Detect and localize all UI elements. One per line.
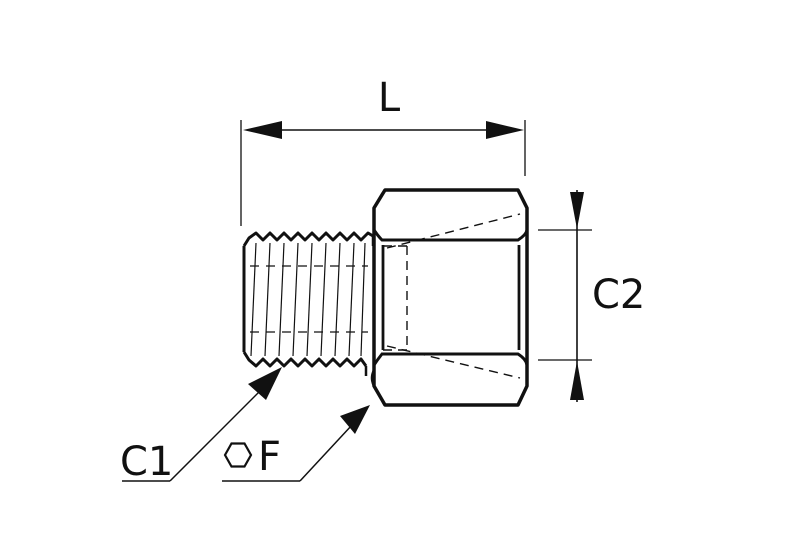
- leader-line-c1: [169, 388, 263, 482]
- leader-f: F: [222, 405, 370, 482]
- arrowhead-top: [570, 192, 584, 229]
- hex-flat-top: [372, 229, 529, 242]
- thread-crest-lines: [250, 242, 366, 357]
- hex-body: [370, 188, 529, 407]
- leader-line-f: [299, 424, 353, 482]
- male-thread: [242, 231, 375, 376]
- label-f: F: [258, 434, 281, 480]
- arrowhead-bottom: [570, 361, 584, 400]
- arrowhead-c1: [248, 367, 282, 400]
- thread-outline-bottom: [242, 351, 368, 368]
- arrowhead-right: [486, 121, 524, 139]
- leader-c1: C1: [120, 367, 282, 485]
- arrowhead-left: [243, 121, 282, 139]
- dimension-c2: C2: [538, 190, 645, 402]
- arrowhead-f: [340, 405, 370, 434]
- hexagon-icon: [223, 442, 253, 468]
- dimension-length: L: [240, 75, 526, 226]
- thread-outline-top: [242, 231, 374, 247]
- label-c1: C1: [120, 439, 173, 485]
- hex-outline: [372, 188, 529, 407]
- hex-corner-left: [370, 369, 376, 387]
- label-length: L: [378, 75, 401, 121]
- bore-hidden-lines: [383, 213, 521, 379]
- label-c2: C2: [592, 272, 645, 318]
- hex-flat-bottom: [372, 352, 529, 366]
